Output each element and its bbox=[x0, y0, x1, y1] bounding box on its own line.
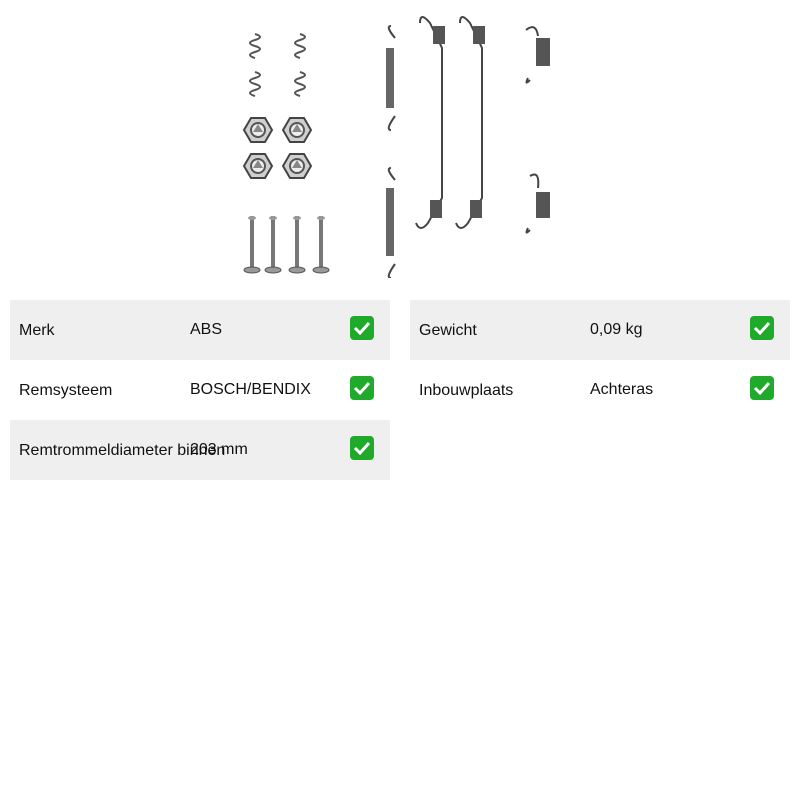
return-spring-lower bbox=[386, 167, 396, 278]
spec-row-remsysteem: Remsysteem BOSCH/BENDIX bbox=[10, 360, 390, 420]
spec-value: 0,09 kg bbox=[590, 321, 643, 338]
check-icon bbox=[350, 436, 374, 460]
retainer-cup-3 bbox=[243, 153, 273, 179]
small-spring-3 bbox=[249, 71, 261, 97]
check-icon bbox=[350, 376, 374, 400]
hold-down-pin-2 bbox=[263, 214, 283, 275]
spec-table-left: Merk ABS Remsysteem BOSCH/BENDIX Remtrom… bbox=[10, 300, 390, 480]
spec-label: Gewicht bbox=[419, 322, 477, 339]
small-spring-1 bbox=[249, 33, 261, 59]
hold-down-pin-4 bbox=[311, 214, 331, 275]
retainer-cup-1 bbox=[243, 117, 273, 143]
hold-down-pin-1 bbox=[242, 214, 262, 275]
return-spring-upper bbox=[386, 25, 396, 131]
short-spring-upper bbox=[525, 26, 550, 84]
spec-label: Merk bbox=[19, 322, 55, 339]
spec-value: Achteras bbox=[590, 381, 654, 398]
hold-down-pin-3 bbox=[287, 214, 307, 275]
spec-table-right: Gewicht 0,09 kg Inbouwplaats Achteras bbox=[410, 300, 790, 420]
spec-row-inbouwplaats: Inbouwplaats Achteras bbox=[410, 360, 790, 420]
spec-row-gewicht: Gewicht 0,09 kg bbox=[410, 300, 790, 360]
spec-row-remtrommeldiameter: Remtrommeldiameter binnen 203 mm bbox=[10, 420, 390, 480]
spec-row-merk: Merk ABS bbox=[10, 300, 390, 360]
small-spring-4 bbox=[294, 71, 306, 97]
spec-label: Inbouwplaats bbox=[419, 382, 514, 399]
long-hook-spring-2 bbox=[455, 16, 485, 229]
spec-value: BOSCH/BENDIX bbox=[190, 381, 311, 398]
check-icon bbox=[350, 316, 374, 340]
retainer-cup-2 bbox=[282, 117, 312, 143]
long-hook-spring-1 bbox=[415, 16, 445, 229]
spec-value: ABS bbox=[190, 321, 223, 338]
check-icon bbox=[750, 316, 774, 340]
product-image bbox=[242, 16, 550, 278]
short-spring-lower bbox=[525, 173, 550, 234]
spec-label: Remtrommeldiameter binnen bbox=[19, 442, 226, 459]
retainer-cup-4 bbox=[282, 153, 312, 179]
spec-label: Remsysteem bbox=[19, 382, 113, 399]
check-icon bbox=[750, 376, 774, 400]
small-spring-2 bbox=[294, 33, 306, 59]
spec-value: 203 mm bbox=[190, 441, 248, 458]
